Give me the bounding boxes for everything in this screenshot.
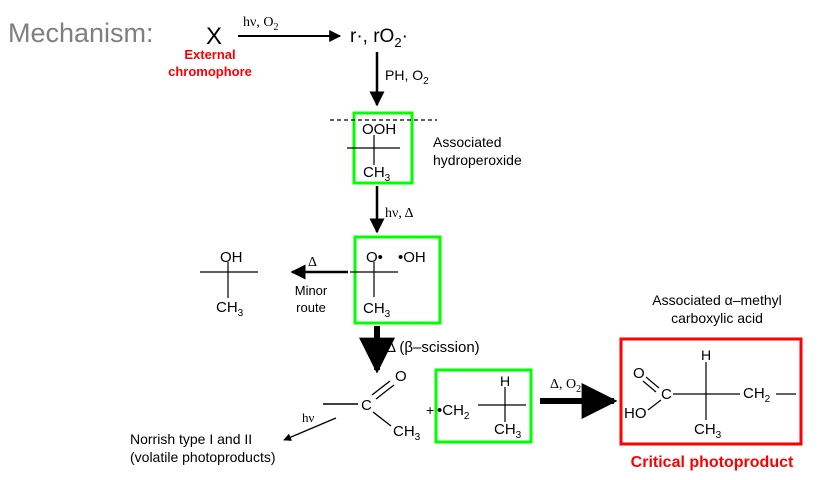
radicals-ch3: CH3 (363, 300, 391, 320)
plus-sign: + (426, 402, 434, 418)
acid-ho: HO (624, 405, 647, 422)
minor-route-label-2: route (296, 300, 326, 315)
radical-products: r·, rO2· (350, 26, 408, 50)
ketone-carbon: C (361, 397, 372, 414)
ketone-methyl-bond (372, 411, 392, 427)
ketone-double-bond-b (375, 384, 395, 400)
hydroxyl-radical: •OH (398, 249, 426, 266)
alkyl-radical-ch2: •CH2 (437, 402, 470, 422)
alkoxy-radical: O• (366, 249, 383, 266)
page-title: Mechanism: (8, 18, 154, 48)
chromophore-label-1: External (184, 47, 235, 62)
alkyl-radical-h: H (500, 373, 510, 389)
hydroperoxide-label-2: hydroperoxide (433, 152, 522, 168)
norrish-hv: hν (302, 410, 315, 425)
chromophore-label-2: chromophore (168, 64, 252, 79)
norrish-label-2: (volatile photoproducts) (130, 449, 276, 465)
minor-route-delta: Δ (308, 255, 317, 270)
acid-label-2: carboxylic acid (671, 310, 763, 326)
norrish-arrow (283, 417, 337, 441)
hydroperoxide-label-1: Associated (433, 134, 501, 150)
radicals-box (353, 235, 442, 325)
arrow-4-conditions: Δ (β–scission) (386, 339, 480, 356)
alcohol-oh: OH (220, 249, 243, 266)
arrow-1-conditions: hν, O2 (243, 15, 278, 33)
alcohol-ch3: CH3 (216, 299, 244, 319)
acid-c-oh-bond (647, 399, 662, 411)
norrish-label-1: Norrish type I and II (130, 431, 252, 447)
hydroperoxide-ooh: OOH (362, 121, 396, 138)
arrow-5-conditions: Δ, O2 (550, 377, 581, 395)
acid-co-double-a (645, 376, 660, 389)
ketone-methyl: CH3 (393, 423, 421, 443)
acid-c: C (661, 386, 672, 403)
acid-ch3: CH3 (694, 421, 722, 441)
alkyl-radical-box (434, 368, 533, 444)
critical-photoproduct-label: Critical photoproduct (631, 454, 794, 471)
acid-box (619, 337, 803, 446)
acid-label-1: Associated α–methyl (652, 292, 782, 308)
reactant-x: X (206, 23, 222, 50)
acid-o: O (633, 365, 645, 382)
minor-route-label-1: Minor (295, 283, 328, 298)
arrow-2-conditions: PH, O2 (385, 67, 429, 87)
arrow-3-conditions: hν, Δ (385, 206, 414, 221)
acid-ch2: CH2 (743, 385, 771, 405)
acid-h: H (701, 347, 711, 363)
ketone-double-bond-a (371, 380, 391, 396)
ketone-oxygen: O (395, 368, 407, 385)
acid-co-double-b (642, 380, 657, 393)
alkyl-radical-ch3: CH3 (494, 421, 522, 441)
hydroperoxide-ch3: CH3 (363, 164, 391, 184)
